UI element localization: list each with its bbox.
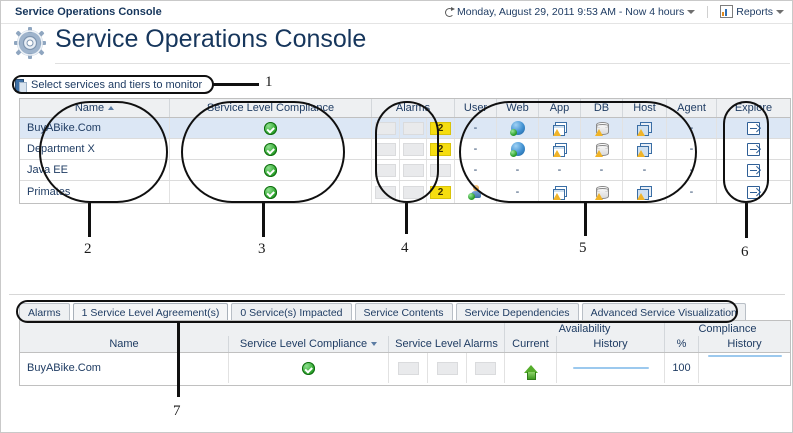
callout-leader-7 (177, 323, 180, 397)
callout-leader-2 (88, 203, 91, 237)
column-header-name[interactable]: Name (20, 336, 229, 352)
callout-oval-1 (12, 75, 214, 94)
group-header-availability: Availability (505, 321, 665, 336)
column-header-service-level-alarms[interactable]: Service Level Alarms (389, 336, 505, 352)
alarm-chip-blank (474, 361, 496, 375)
cell-name: BuyABike.Com (20, 353, 229, 383)
callout-leader-3 (262, 203, 265, 237)
column-header-agent-label: Agent (677, 102, 706, 114)
callout-leader-5 (584, 203, 587, 236)
warning-triangle-icon (594, 150, 603, 157)
status-ok-icon (302, 361, 315, 375)
page-title: Service Operations Console (55, 25, 367, 53)
group-spacer-name (20, 321, 229, 336)
column-header-compliance-history[interactable]: History (727, 338, 762, 350)
sla-grid-group-header: Availability Compliance (20, 321, 790, 336)
callout-number-4: 4 (401, 240, 409, 256)
column-header-availability-history[interactable]: History (557, 336, 665, 352)
group-header-compliance: Compliance (698, 322, 757, 335)
cell-service-level-compliance (229, 353, 389, 383)
column-header-agent[interactable]: Agent (667, 99, 717, 117)
reports-label: Reports (736, 5, 773, 18)
warning-triangle-icon (637, 149, 645, 157)
app-bar: Service Operations Console Monday, Augus… (1, 1, 792, 24)
warning-triangle-icon (552, 128, 561, 136)
callout-leader-1 (213, 83, 259, 86)
group-spacer-sla (389, 321, 505, 336)
gear-icon (14, 27, 46, 59)
app-bar-right-controls: Monday, August 29, 2011 9:53 AM - Now 4 … (444, 5, 784, 18)
callout-leader-4 (405, 203, 408, 234)
reports-menu[interactable]: Reports (720, 5, 784, 18)
availability-sparkline (572, 367, 649, 369)
time-range-label: Monday, August 29, 2011 9:53 AM - Now 4 … (456, 5, 685, 18)
cell-availability-current (505, 353, 557, 383)
cell-compliance-history (699, 353, 790, 383)
warning-triangle-icon (637, 128, 645, 136)
sort-descending-icon (371, 342, 378, 346)
callout-oval-6 (723, 101, 769, 203)
group-spacer-slc (229, 321, 389, 336)
callout-oval-3 (181, 101, 345, 203)
sla-detail-grid: Availability Compliance Name Service Lev… (19, 320, 791, 386)
callout-oval-4 (375, 101, 439, 203)
callout-number-7: 7 (173, 403, 181, 419)
cell-service-level-alarms (389, 353, 505, 383)
sla-grid-header: Name Service Level Compliance Service Le… (20, 336, 790, 353)
column-header-service-level-compliance[interactable]: Service Level Compliance (229, 336, 389, 352)
alarm-chip-blank (436, 361, 458, 375)
warning-triangle-icon (594, 129, 603, 136)
app-bar-title: Service Operations Console (15, 6, 162, 18)
callout-number-6: 6 (741, 244, 749, 260)
column-header-current[interactable]: Current (505, 336, 557, 352)
warning-triangle-icon (552, 192, 561, 200)
clock-icon (444, 6, 455, 17)
cell-availability-history (557, 353, 665, 383)
callout-oval-5 (459, 101, 697, 203)
callout-oval-2 (39, 101, 168, 203)
panel-divider (9, 294, 785, 295)
title-divider (55, 63, 790, 64)
online-status-dot-icon (467, 193, 475, 200)
table-row[interactable]: BuyABike.Com 100 (20, 353, 790, 383)
cell-agent: - (667, 181, 717, 203)
warning-triangle-icon (637, 192, 645, 200)
callout-number-2: 2 (84, 241, 92, 257)
toolbar-divider (707, 5, 709, 18)
callout-number-5: 5 (579, 240, 587, 256)
page-title-bar: Service Operations Console (1, 23, 792, 65)
alarm-chip-blank (397, 361, 419, 375)
cell-availability-percent: 100 (665, 353, 699, 383)
callout-oval-7 (16, 300, 738, 323)
callout-leader-6 (745, 203, 748, 238)
report-chart-icon (720, 5, 734, 18)
callout-number-1: 1 (265, 74, 273, 90)
compliance-sparkline (707, 355, 782, 357)
callout-number-3: 3 (258, 241, 266, 257)
warning-triangle-icon (552, 149, 561, 157)
time-range-selector[interactable]: Monday, August 29, 2011 9:53 AM - Now 4 … (444, 5, 696, 18)
column-header-percent[interactable]: % (665, 336, 699, 352)
chevron-down-icon (687, 9, 696, 14)
chevron-down-icon (776, 9, 784, 14)
warning-triangle-icon (594, 193, 603, 200)
column-header-slc-label: Service Level Compliance (239, 338, 368, 350)
